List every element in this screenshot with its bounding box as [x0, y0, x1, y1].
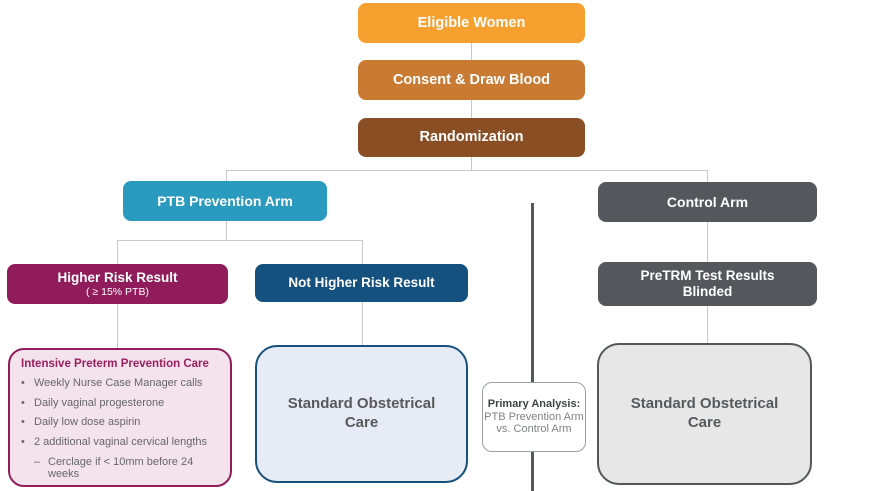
card-standard-obstetrical-care-left: Standard Obstetrical Care	[255, 345, 468, 483]
list-item-text: Daily vaginal progesterone	[34, 396, 165, 409]
node-eligible-women: Eligible Women	[358, 3, 585, 43]
callout-primary-analysis: Primary Analysis: PTB Prevention Arm vs.…	[482, 382, 586, 452]
node-not-higher-risk-result: Not Higher Risk Result	[255, 264, 468, 302]
connector-to-control-arm	[707, 170, 708, 182]
callout-body: PTB Prevention Arm vs. Control Arm	[484, 410, 584, 436]
dash-icon: –	[34, 455, 41, 468]
node-control-arm: Control Arm	[598, 182, 817, 222]
node-ptb-prevention-arm: PTB Prevention Arm	[123, 181, 327, 221]
card-intensive-preterm-prevention-care: Intensive Preterm Prevention Care • Week…	[8, 348, 232, 487]
list-sub-item-text: Cerclage if < 10mm before 24 weeks	[48, 455, 194, 481]
node-label: Control Arm	[666, 193, 749, 210]
list-item: • Weekly Nurse Case Manager calls	[21, 377, 222, 390]
arm-divider-line	[531, 203, 534, 491]
node-consent-draw-blood: Consent & Draw Blood	[358, 60, 585, 100]
node-higher-risk-result: Higher Risk Result ( ≥ 15% PTB)	[7, 264, 228, 304]
card-label: Standard Obstetrical Care	[287, 395, 436, 431]
connector-eligible-to-consent	[471, 43, 472, 60]
connector-not-higher-to-soc	[362, 302, 363, 345]
bullet-icon: •	[21, 435, 25, 448]
node-label: Eligible Women	[417, 14, 526, 31]
connector-pretrm-to-soc	[707, 306, 708, 343]
list-item: • Daily low dose aspirin	[21, 416, 222, 429]
list-item-text: Weekly Nurse Case Manager calls	[34, 377, 203, 389]
list-sub-item: – Cerclage if < 10mm before 24 weeks	[21, 456, 222, 481]
node-label: PreTRM Test Results Blinded	[640, 268, 775, 299]
connector-to-not-higher-risk	[362, 240, 363, 264]
card-label: Standard Obstetrical Care	[630, 395, 779, 431]
node-randomization: Randomization	[358, 118, 585, 157]
connector-consent-to-randomization	[471, 100, 472, 118]
list-item: • Daily vaginal progesterone	[21, 397, 222, 410]
connector-randomization-stub	[471, 157, 472, 170]
node-pretrm-results-blinded: PreTRM Test Results Blinded	[598, 262, 817, 306]
list-item: • 2 additional vaginal cervical lengths	[21, 436, 222, 449]
connector-control-to-pretrm	[707, 222, 708, 262]
connector-higher-risk-to-intensive	[117, 303, 118, 348]
connector-to-higher-risk	[117, 240, 118, 264]
node-label: Randomization	[419, 129, 524, 146]
node-label: Not Higher Risk Result	[288, 275, 435, 291]
node-label: PTB Prevention Arm	[157, 192, 293, 209]
node-label: Consent & Draw Blood	[392, 71, 551, 88]
list-item-text: 2 additional vaginal cervical lengths	[34, 435, 208, 448]
connector-to-ptb-arm	[226, 170, 227, 181]
connector-risk-horizontal	[117, 240, 363, 241]
node-sublabel: ( ≥ 15% PTB)	[86, 286, 149, 299]
node-label: Higher Risk Result	[57, 269, 178, 285]
connector-ptb-arm-stub	[226, 221, 227, 241]
connector-arms-horizontal	[226, 170, 708, 171]
list-item-text: Daily low dose aspirin	[34, 416, 141, 429]
bullet-icon: •	[21, 396, 25, 409]
bullet-icon: •	[21, 416, 25, 429]
card-standard-obstetrical-care-right: Standard Obstetrical Care	[597, 343, 812, 485]
card-title: Intensive Preterm Prevention Care	[21, 358, 209, 370]
callout-title: Primary Analysis:	[487, 398, 581, 411]
bullet-icon: •	[21, 377, 25, 389]
